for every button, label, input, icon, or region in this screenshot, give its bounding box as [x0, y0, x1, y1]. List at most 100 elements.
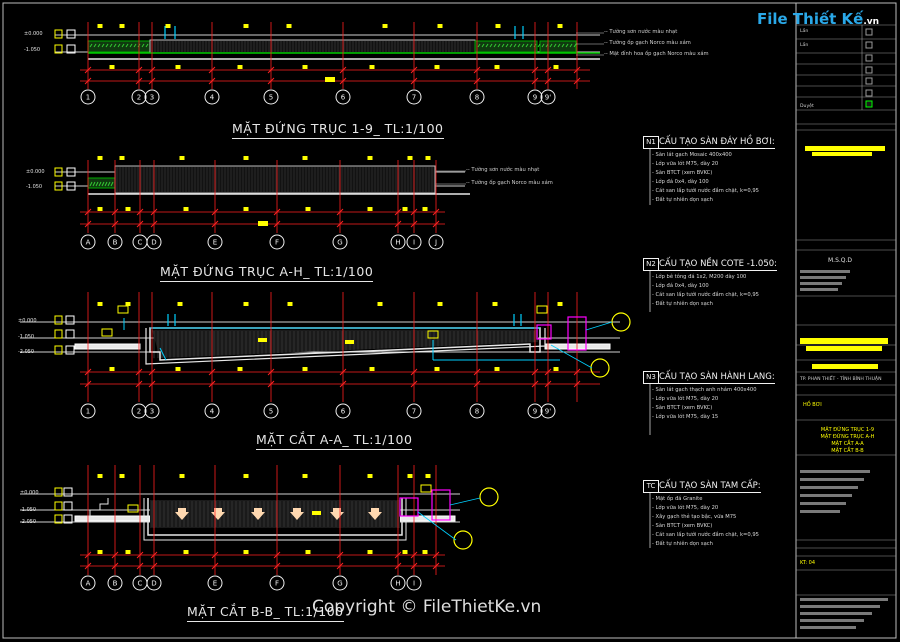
- elevation-tag-mark: [119, 156, 125, 160]
- axis-bubble: [144, 89, 160, 105]
- elevation-tag-mark: [125, 302, 131, 306]
- note-line: - Cát san lấp tưới nước đầm chặt, k=0,95: [652, 292, 759, 298]
- title-block-text-bar: [800, 510, 840, 513]
- title-block-text-bar: [800, 494, 852, 497]
- grass-hatch: [117, 43, 121, 48]
- view-title-section-a-a: MẶT CẮT A-A_ TL:1/100: [256, 432, 413, 450]
- axis-bubble: [469, 89, 485, 105]
- flow-arrow: [211, 508, 225, 520]
- grass-hatch: [125, 43, 129, 48]
- axis-bubble: [335, 89, 351, 105]
- elevation-tag-mark: [422, 550, 428, 554]
- grass-hatch: [477, 43, 481, 48]
- detail-bubble: [479, 487, 499, 507]
- elevation-tag-mark: [109, 65, 115, 69]
- elevation-tag-mark: [305, 207, 311, 211]
- axis-label: C: [138, 239, 143, 247]
- title-block-text-bar: [800, 270, 850, 273]
- level-mark: -1.050: [20, 507, 37, 513]
- leader-wall-paint-2: -- Tường sơn nước màu nhạt: [466, 167, 540, 173]
- level-mark: -1.050: [26, 184, 43, 190]
- pool-edge-band: [87, 177, 117, 189]
- grass-hatch: [501, 43, 505, 48]
- note-line: - Lớp đá 0x4, dày 100: [652, 179, 709, 185]
- note-heading-tc: CẤU TẠO SÀN TAM CẤP:: [659, 481, 761, 493]
- level-symbol: [65, 329, 75, 339]
- detail-tag: [536, 305, 548, 314]
- elevation-tag-mark: [494, 65, 500, 69]
- grass-hatch: [573, 43, 577, 48]
- axis-label: A: [86, 580, 91, 588]
- detail-callout-box: [567, 316, 587, 351]
- dimension-tick: [211, 220, 219, 228]
- flow-arrow: [330, 508, 344, 520]
- axis-label: 9: [533, 408, 537, 416]
- dimension-tick: [111, 208, 119, 216]
- detail-bubble: [453, 530, 473, 550]
- title-block-text-bar: [800, 478, 864, 481]
- dimension-tick: [339, 368, 347, 376]
- axis-bubble: [527, 403, 543, 419]
- elevation-tag-mark: [302, 156, 308, 160]
- dimension-tick: [84, 368, 92, 376]
- level-mark: ±0.000: [26, 169, 45, 175]
- dimension-tick: [273, 551, 281, 559]
- elevation-tag-mark: [434, 65, 440, 69]
- grass-hatch: [485, 43, 489, 48]
- axis-bubble: [332, 234, 348, 250]
- axis-label: B: [113, 239, 118, 247]
- axis-label: 2: [137, 408, 141, 416]
- axis-label: 1: [86, 94, 90, 102]
- dimension-tick: [531, 368, 539, 376]
- elevation-tag-mark: [243, 24, 249, 28]
- axis-label: 3: [150, 408, 154, 416]
- dimension-tick: [135, 380, 143, 388]
- axis-bubble: [469, 403, 485, 419]
- grass-hatch: [113, 43, 117, 48]
- axis-label: D: [151, 239, 156, 247]
- elevation-tag-mark: [367, 474, 373, 478]
- elevation-tag-mark: [302, 474, 308, 478]
- dimension-tick: [410, 562, 418, 570]
- elevation-tag-mark: [183, 207, 189, 211]
- note-tag-tc: TC: [643, 480, 659, 493]
- grass-hatch: [121, 43, 125, 48]
- grass-hatch: [89, 181, 93, 187]
- title-block-checkbox: [865, 66, 873, 74]
- level-mark: ±0.000: [18, 318, 37, 324]
- elevation-tag-mark: [437, 302, 443, 306]
- elevation-tag-mark: [434, 367, 440, 371]
- view-title-elevation-1-9: MẶT ĐỨNG TRỤC 1-9_ TL:1/100: [232, 121, 444, 139]
- dimension-tick: [473, 368, 481, 376]
- grass-hatch: [541, 43, 545, 48]
- axis-bubble: [263, 403, 279, 419]
- grass-hatch: [529, 43, 533, 48]
- axis-label: 9': [545, 408, 551, 416]
- title-block-sheet-title: MẶT ĐỨNG TRỤC 1-9: [820, 427, 875, 433]
- detail-tag: [427, 330, 439, 339]
- dimension-tick: [473, 380, 481, 388]
- dimension-tick: [432, 551, 440, 559]
- axis-bubble: [406, 403, 422, 419]
- axis-label: 8: [475, 408, 479, 416]
- dimension-tick: [150, 220, 158, 228]
- note-line: - Cát san lấp tưới nước đầm chặt, k=0,95: [652, 532, 759, 538]
- title-block-project: HỒ BƠI: [803, 402, 822, 408]
- axis-label: 5: [269, 408, 273, 416]
- level-symbol: [66, 167, 76, 177]
- level-symbol: [54, 514, 63, 524]
- dimension-tick: [273, 220, 281, 228]
- axis-label: E: [213, 239, 217, 247]
- dimension-tick: [136, 562, 144, 570]
- dimension-tick: [339, 77, 347, 85]
- flow-arrow: [251, 508, 265, 520]
- title-block-company: M.S.Q.D: [828, 257, 853, 264]
- section-tag-mark: [345, 340, 354, 344]
- dimension-tick: [432, 562, 440, 570]
- elevation-tag-mark: [175, 65, 181, 69]
- title-block-label: Lần: [800, 29, 809, 34]
- elevation-tag-mark: [369, 65, 375, 69]
- elevation-tag-mark: [492, 302, 498, 306]
- dimension-tick: [432, 220, 440, 228]
